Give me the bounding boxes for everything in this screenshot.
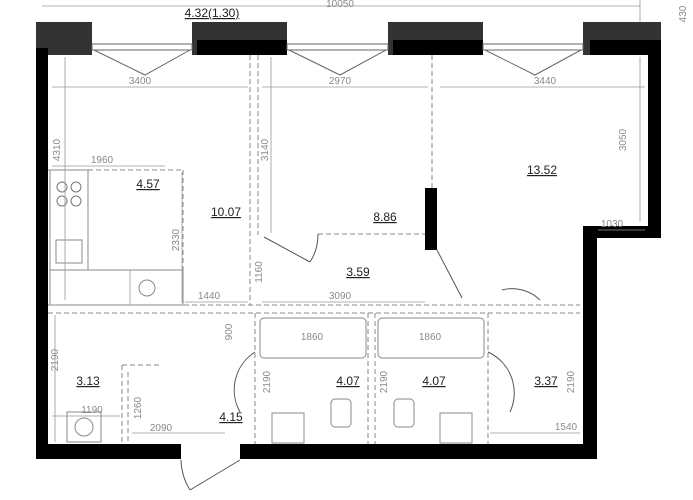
dim-hall-b: 3090 [329,291,352,302]
dim-total-width: 10050 [326,0,354,10]
room-area-hall: 3.59 [346,265,370,279]
dim-height-1: 2190 [50,348,61,371]
room-area-bedroom-right: 13.52 [527,163,557,177]
dim-height-left: 4310 [52,138,63,161]
dim-height-4: 2190 [566,370,577,393]
dim-corridor-width: 1540 [555,422,578,433]
dim-balcony-depth: 430 [678,5,689,22]
kitchen-fixtures [49,169,184,306]
washbasin-icon [271,412,305,444]
toilet-icon [330,398,352,428]
dim-height-mid: 3140 [260,138,271,161]
sink-icon [55,239,83,264]
room-area-bath-right: 4.07 [422,374,446,388]
stove-icon [56,181,82,207]
dim-height-3: 2190 [379,370,390,393]
exterior-walls [36,22,661,459]
balcony-area-label: 4.32(1.30) [185,6,240,20]
dim-tub-2: 1860 [419,332,442,343]
toilet-icon [393,398,415,428]
washbasin-icon [439,412,473,444]
dim-width-1: 3400 [129,76,152,87]
dim-entry-width: 2090 [150,423,173,434]
doors [180,233,541,491]
room-area-bath-left: 4.07 [336,374,360,388]
dim-step: 1030 [601,219,624,230]
dim-closet-height: 1260 [133,396,144,419]
room-area-storage: 3.13 [76,374,100,388]
dim-width-2: 2970 [329,76,352,87]
room-area-living: 10.07 [211,205,241,219]
dim-kitchen-height: 2330 [171,228,182,251]
bathtub-icon [259,317,367,359]
washer-icon [138,279,156,297]
room-area-corridor-right: 3.37 [534,374,558,388]
dim-closet-width: 1190 [81,405,103,416]
room-area-entry: 4.15 [219,410,243,424]
room-area-kitchen: 4.57 [136,177,160,191]
interior-partitions [48,55,580,444]
windows [91,43,584,76]
dim-door-height: 1160 [254,261,265,283]
dimension-lines [52,57,645,442]
dim-tub-height: 900 [224,323,235,340]
dim-kitchen-width: 1960 [91,155,114,166]
room-area-bedroom-mid: 8.86 [373,210,397,224]
dim-height-right: 3050 [618,128,629,151]
dim-tub-1: 1860 [301,332,324,343]
bathroom-fixtures [66,317,485,444]
dim-width-3: 3440 [534,76,557,87]
dim-hall-a: 1440 [198,291,221,302]
bathtub-icon [377,317,485,359]
dim-height-2: 2190 [262,370,273,393]
